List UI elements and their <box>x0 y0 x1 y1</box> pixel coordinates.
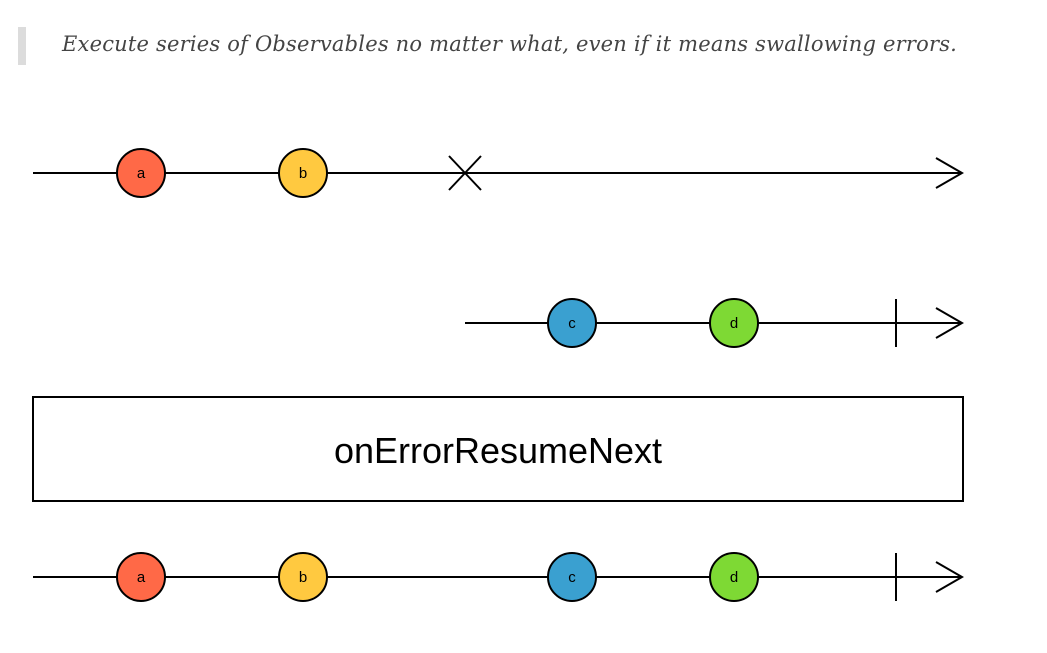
description-blockquote: Execute series of Observables no matter … <box>18 27 1028 65</box>
marble-d: d <box>709 298 759 348</box>
operator-label: onErrorResumeNext <box>334 430 662 471</box>
marble-label: c <box>568 315 576 332</box>
arrowhead <box>935 561 965 593</box>
marble-label: a <box>137 569 146 586</box>
marble-a: a <box>116 552 166 602</box>
marble-label: c <box>568 569 576 586</box>
output-stream: a b c d <box>33 552 965 602</box>
operator-box: onErrorResumeNext <box>32 396 964 502</box>
arrowhead <box>935 307 965 339</box>
arrowhead <box>935 157 965 189</box>
source-stream-2: c d <box>465 298 965 348</box>
marble-c: c <box>547 298 597 348</box>
marble-label: d <box>730 315 738 332</box>
marble-c: c <box>547 552 597 602</box>
marble-label: b <box>299 569 307 586</box>
description-text: Execute series of Observables no matter … <box>62 32 958 56</box>
marble-label: b <box>299 165 307 182</box>
error-marker <box>448 155 482 191</box>
marble-b: b <box>278 552 328 602</box>
marble-d: d <box>709 552 759 602</box>
source-stream-1: a b <box>33 148 965 198</box>
marble-b: b <box>278 148 328 198</box>
marble-label: a <box>137 165 146 182</box>
marble-label: d <box>730 569 738 586</box>
marble-a: a <box>116 148 166 198</box>
